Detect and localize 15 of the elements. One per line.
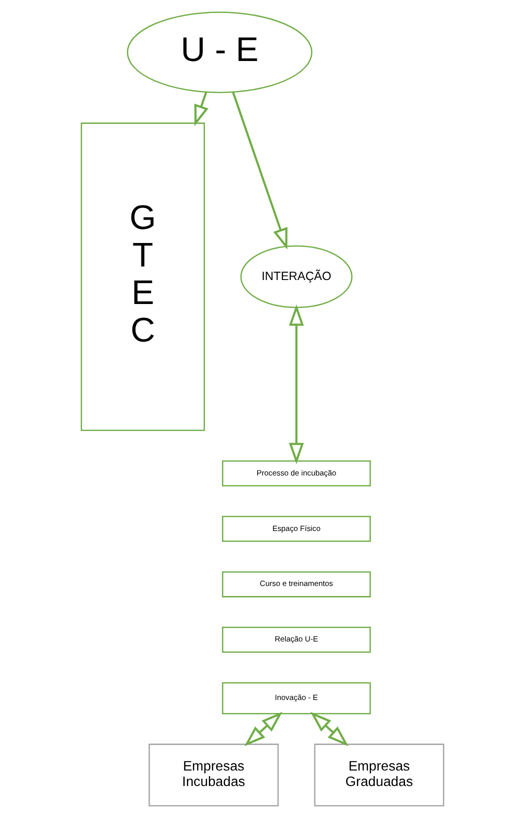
- node-box: Empresas Incubadas: [148, 744, 278, 806]
- node-ellipse: U - E: [126, 12, 312, 94]
- arrow: [244, 712, 282, 746]
- node-box: Relação U-E: [221, 626, 370, 653]
- node-box: Inovação - E: [221, 682, 370, 714]
- node-box: Curso e treinamentos: [221, 571, 370, 598]
- arrow: [310, 712, 348, 746]
- node-box: G T E C: [80, 122, 204, 431]
- arrow: [194, 92, 208, 126]
- node-box: Espaço Físico: [221, 516, 370, 542]
- node-ellipse: INTERAÇÃO: [240, 245, 352, 308]
- arrow: [288, 304, 304, 464]
- arrow: [232, 92, 287, 250]
- node-box: Processo de incubação: [221, 460, 370, 486]
- node-box: Empresas Graduadas: [314, 744, 444, 806]
